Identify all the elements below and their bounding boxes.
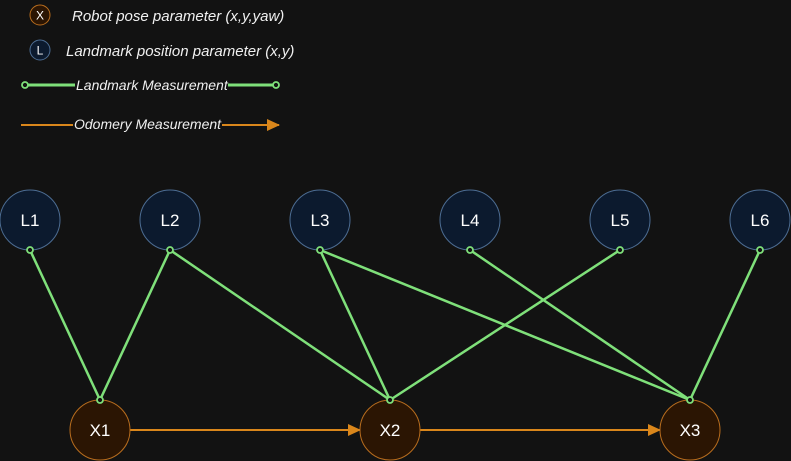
odometry-measurement-legend-label: Odomery Measurement [74,116,222,132]
pose-node-x3: X3 [659,399,721,461]
landmark-measurement-legend-label: Landmark Measurement [76,77,229,93]
measurement-endpoint-left-icon [21,81,29,89]
port-l5-icon [616,246,624,254]
legend-landmark-measurement: Landmark Measurement [21,77,280,93]
edges-layer [28,248,762,436]
landmark-icon [29,39,51,61]
landmark-label-l5: L5 [611,211,630,230]
legend: X Robot pose parameter (x,y,yaw) L Landm… [21,4,294,132]
robot-pose-icon-letter: X [36,9,44,23]
pose-node-x1: X1 [69,399,131,461]
legend-landmark: L Landmark position parameter (x,y) [29,39,294,61]
robot-pose-icon [29,4,51,26]
port-l4-icon [466,246,474,254]
landmark-label-l6: L6 [751,211,770,230]
landmark-node-l1: L1 [0,189,61,251]
measurement-edge-l2-x1 [98,249,172,401]
pose-label-x3: X3 [680,421,701,440]
landmark-node-l3: L3 [289,189,351,251]
measurement-endpoint-right-icon [272,81,280,89]
port-l3-icon [316,246,324,254]
legend-robot-pose: X Robot pose parameter (x,y,yaw) [29,4,284,26]
landmark-label-l1: L1 [21,211,40,230]
landmark-label-l2: L2 [161,211,180,230]
port-x3-icon [686,396,694,404]
port-x2-icon [386,396,394,404]
ports-layer [26,246,764,404]
measurement-edge-l1-x1 [28,249,102,401]
landmark-node-l6: L6 [729,189,791,251]
landmark-icon-letter: L [37,44,44,58]
port-x1-icon [96,396,104,404]
measurement-edge-l3-x2 [318,249,392,401]
measurement-edge-l2-x2 [169,248,391,402]
landmark-node-l5: L5 [589,189,651,251]
landmark-legend-label: Landmark position parameter (x,y) [66,43,294,60]
port-l6-icon [756,246,764,254]
landmark-node-l4: L4 [439,189,501,251]
port-l2-icon [166,246,174,254]
landmark-node-l2: L2 [139,189,201,251]
robot-pose-legend-label: Robot pose parameter (x,y,yaw) [72,8,284,25]
port-l1-icon [26,246,34,254]
pose-node-x2: X2 [359,399,421,461]
pose-label-x1: X1 [90,421,111,440]
landmark-label-l4: L4 [461,211,480,230]
landmark-label-l3: L3 [311,211,330,230]
measurement-edge-l6-x3 [688,249,762,401]
legend-odometry-measurement: Odomery Measurement [21,116,280,132]
pose-label-x2: X2 [380,421,401,440]
measurement-edge-l4-x3 [469,248,691,402]
measurement-edge-l5-x2 [389,248,621,402]
